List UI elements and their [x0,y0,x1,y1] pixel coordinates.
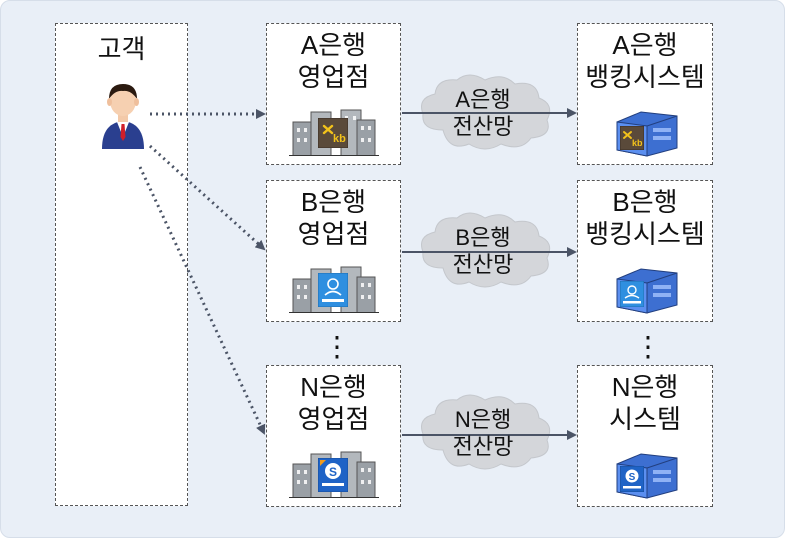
system-b-label-line1: B은행 [612,187,678,217]
network-b-label-line2: 전산망 [452,252,514,277]
shinhan-logo-icon: S [620,466,644,492]
network-a-label-line2: 전산망 [452,114,514,139]
svg-text:S: S [329,465,337,479]
system-a-box: A은행 뱅킹시스템 kb [577,23,713,165]
svg-text:S: S [629,472,636,483]
branch-b-label-line2: 영업점 [297,219,370,249]
woori-logo-icon [318,273,348,307]
branch-a-box: A은행 영업점 kb [266,23,401,165]
system-n-label-line1: N은행 [611,372,679,402]
branch-n-box: N은행 영업점 S [266,365,401,507]
system-b-box: B은행 뱅킹시스템 [577,180,713,322]
woori-logo-icon [620,281,644,307]
network-n-label-line1: N은행 [454,407,512,432]
network-n-label-line2: 전산망 [452,434,514,459]
branch-a-label-line2: 영업점 [297,62,370,92]
system-b-label-line2: 뱅킹시스템 [585,219,705,249]
customer-to-branch-b-arrow [148,144,266,251]
kb-logo-icon: kb [620,126,644,150]
svg-text:kb: kb [333,133,346,145]
shinhan-logo-icon: S [318,458,348,492]
person-icon [102,84,144,149]
system-a-label-line1: A은행 [612,30,678,60]
branch-a-label-line1: A은행 [300,30,367,60]
system-n-label-line2: 시스템 [609,404,681,434]
customer-to-branch-n-arrow [138,166,266,435]
system-a-label-line2: 뱅킹시스템 [585,62,705,92]
customer-label: 고객 [97,34,146,64]
branch-n-label-line1: N은행 [300,372,367,402]
network-a-label: A은행 전산망 [413,86,553,140]
branch-b-box: B은행 영업점 [266,180,401,322]
network-a-label-line1: A은행 [455,87,511,112]
network-n-label: N은행 전산망 [413,406,553,460]
customer-box: 고객 [55,23,188,506]
branch-b-label-line1: B은행 [300,187,367,217]
svg-text:kb: kb [632,138,643,148]
branch-n-label-line2: 영업점 [297,404,370,434]
system-n-box: N은행 시스템 S [577,365,713,507]
kb-logo-icon: kb [318,118,348,148]
network-b-label: B은행 전산망 [413,224,553,278]
network-b-label-line1: B은행 [455,225,511,250]
